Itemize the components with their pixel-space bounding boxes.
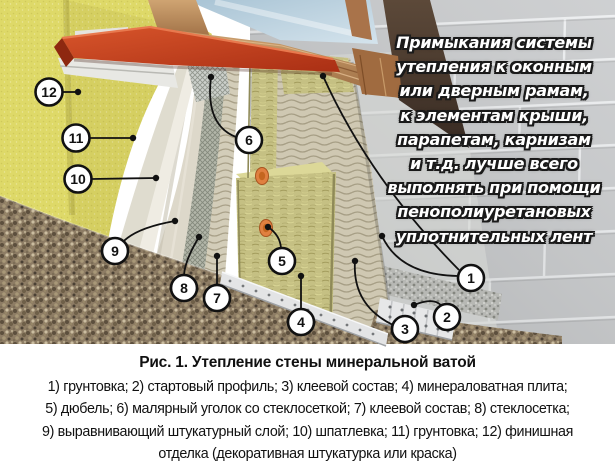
window-reveal-shadow	[383, 0, 469, 148]
caption-legend: 1) грунтовка; 2) стартовый профиль; 3) к…	[0, 376, 615, 465]
callout-12: 12	[34, 77, 64, 107]
caption-title: Рис. 1. Утепление стены минеральной вато…	[139, 354, 476, 371]
annotation-line: утепления к оконным	[396, 57, 592, 77]
annotation-line: парапетам, карнизам	[397, 129, 591, 149]
callout-number: 4	[297, 314, 305, 330]
window-mullion	[345, 0, 372, 40]
callout-9: 9	[100, 236, 130, 266]
starter-profile-face	[376, 298, 456, 340]
metal-windowsill	[54, 25, 340, 76]
callout-number: 11	[69, 130, 84, 146]
callout-7: 7	[202, 283, 232, 313]
callout-4: 4	[286, 307, 316, 337]
callout-2: 2	[432, 302, 462, 332]
insulation-diagram: 1 2 3 4 5 6 7	[0, 0, 615, 350]
annotation-text-block: Примыкания системы утепления к оконным и…	[376, 31, 612, 249]
annotation-line: к элементам крыши,	[400, 105, 588, 125]
callout-number: 3	[401, 321, 409, 337]
callouts: 1 2 3 4 5 6 7	[34, 77, 486, 344]
annotation-line: Примыкания системы	[396, 33, 592, 52]
callout-number: 9	[111, 243, 119, 259]
legend-line: 5) дюбель; 6) малярный уголок со стеклос…	[45, 401, 570, 418]
legend-line: 1) грунтовка; 2) стартовый профиль; 3) к…	[47, 379, 568, 395]
leader-dots	[74, 72, 418, 309]
callout-number: 6	[245, 132, 253, 148]
figure-caption: Рис. 1. Утепление стены минеральной вато…	[0, 349, 615, 470]
window-glass	[190, 0, 378, 44]
under-sill-profile	[58, 58, 178, 88]
annotation-line: выполнять при помощи	[387, 178, 601, 198]
dowel-icon	[255, 167, 269, 185]
putty-band	[122, 66, 198, 306]
legend-line: отделка (декоративная штукатурка или кра…	[158, 445, 457, 462]
callout-number: 12	[41, 84, 57, 100]
callout-number: 5	[278, 253, 286, 269]
callout-1: 1	[456, 263, 486, 293]
callout-number: 7	[213, 290, 221, 306]
corner-bead-with-mesh	[185, 55, 230, 102]
primer-band	[106, 65, 188, 299]
annotation-line: пенополиуретановых	[397, 202, 591, 222]
callout-11: 11	[61, 123, 91, 153]
rough-base-coat	[364, 262, 502, 320]
callout-number: 1	[467, 270, 475, 286]
diagram-canvas: 1 2 3 4 5 6 7	[0, 0, 615, 350]
annotation-line: и т.д. лучше всего	[410, 154, 578, 174]
callout-10: 10	[63, 164, 93, 194]
callout-number: 8	[180, 280, 188, 296]
callout-5: 5	[267, 246, 297, 276]
annotation-line: уплотнительных лент	[395, 226, 593, 246]
callout-number: 10	[70, 171, 86, 187]
callout-number: 2	[443, 309, 451, 325]
callout-8: 8	[169, 273, 199, 303]
windowsill-drip-edge	[54, 38, 74, 67]
legend-line: 9) выравнивающий штукатурный слой; 10) ш…	[41, 423, 574, 440]
callout-3: 3	[390, 314, 420, 344]
callout-6: 6	[234, 125, 264, 155]
annotation-line: или дверным рамам,	[399, 81, 589, 101]
